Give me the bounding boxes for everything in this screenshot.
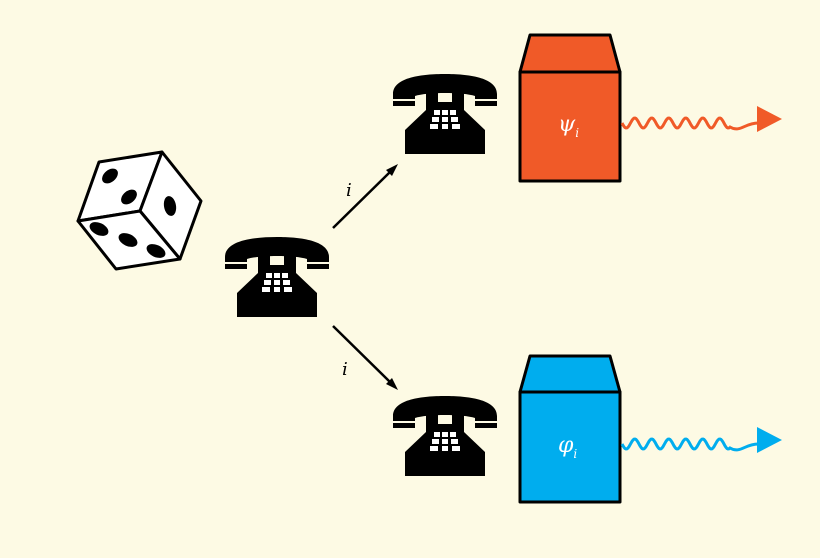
arrowhead-phi [757,427,782,453]
telephone-icon-lower [393,396,497,476]
telephone-icon-source [225,237,329,317]
arrowhead-psi [757,106,782,132]
edge-label-lower: i [342,359,348,380]
arrow-upper [332,164,398,229]
arrow-lower [332,325,398,390]
dice-icon [76,150,203,271]
edge-label-upper: i [346,180,352,201]
telephone-icon-upper [393,74,497,154]
box-phi-label: φi [558,433,577,461]
wave-phi [620,437,759,452]
wave-psi [620,116,759,131]
box-phi [518,354,622,504]
box-psi [518,33,622,183]
box-psi-label: ψi [558,112,579,140]
